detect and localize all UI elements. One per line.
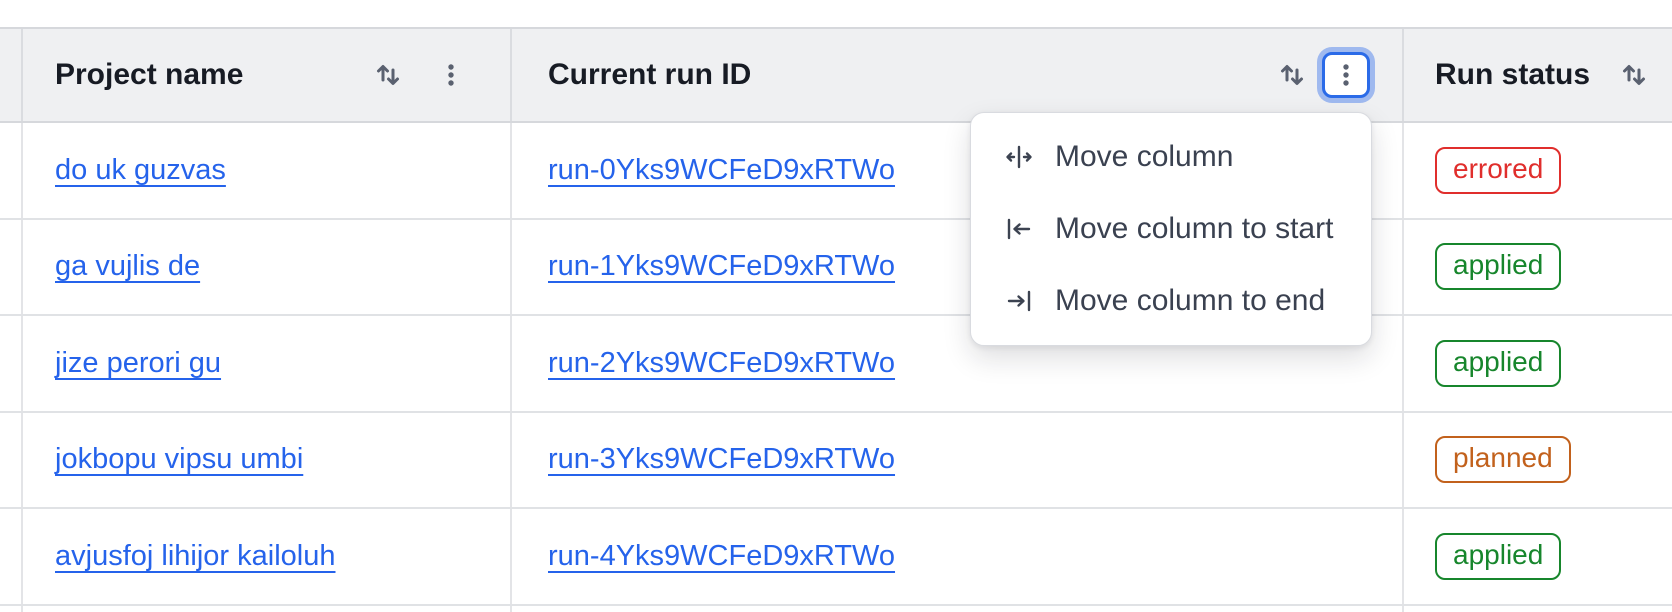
kebab-menu-icon (1331, 60, 1361, 90)
project-name-cell: jokbopu vipsu umbi (23, 412, 512, 507)
row-edge-cell (0, 123, 23, 218)
status-badge: applied (1435, 339, 1562, 387)
table-row: jize perori gu run-2Yks9WCFeD9xRTWo appl… (0, 316, 1672, 413)
row-edge-cell (0, 509, 23, 604)
run-status-cell: errored (1404, 123, 1672, 218)
sort-arrows-icon (372, 59, 404, 91)
run-id-cell: run-4Yks9WCFeD9xRTWo (512, 509, 1404, 604)
column-menu-button-project-name[interactable] (436, 60, 466, 90)
runs-table: Project name Current run ID (0, 27, 1672, 612)
status-badge: errored (1435, 146, 1562, 194)
move-column-start-icon (1003, 213, 1035, 245)
project-name-cell: jize perori gu (23, 316, 512, 411)
project-link[interactable]: ga vujlis de (55, 250, 201, 283)
table-row: ga vujlis de run-1Yks9WCFeD9xRTWo applie… (0, 219, 1672, 316)
sort-button-project-name[interactable] (372, 59, 404, 91)
row-edge-cell (0, 219, 23, 314)
menu-item-move-column-to-start[interactable]: Move column to start (971, 193, 1371, 265)
column-label-run-status: Run status (1435, 58, 1591, 91)
column-menu-button-current-run-id-focused[interactable] (1322, 52, 1370, 98)
project-link[interactable]: avjusfoj lihijor kailoluh (55, 539, 336, 572)
run-id-link[interactable]: run-2Yks9WCFeD9xRTWo (548, 346, 896, 379)
move-column-icon (1003, 141, 1035, 173)
menu-item-move-column[interactable]: Move column (971, 121, 1371, 193)
project-name-cell: do uk guzvas (23, 123, 512, 218)
menu-item-label: Move column to end (1055, 284, 1326, 317)
table-header-edge-cell (0, 29, 23, 121)
run-status-cell: applied (1404, 509, 1672, 604)
column-label-project-name: Project name (55, 58, 244, 91)
sort-button-current-run-id[interactable] (1276, 59, 1308, 91)
table-row-partial (0, 605, 1672, 612)
run-id-cell: run-2Yks9WCFeD9xRTWo (512, 316, 1404, 411)
kebab-menu-icon (436, 60, 466, 90)
run-id-link[interactable]: run-4Yks9WCFeD9xRTWo (548, 539, 896, 572)
table-row: do uk guzvas run-0Yks9WCFeD9xRTWo errore… (0, 123, 1672, 220)
table-row: jokbopu vipsu umbi run-3Yks9WCFeD9xRTWo … (0, 412, 1672, 509)
project-link[interactable]: do uk guzvas (55, 153, 226, 186)
column-options-menu: Move column Move column to start Move co… (970, 112, 1372, 346)
table-header-row: Project name Current run ID (0, 29, 1672, 123)
move-column-end-icon (1003, 285, 1035, 317)
status-badge: planned (1435, 436, 1571, 484)
run-status-cell: planned (1404, 413, 1672, 508)
sort-arrows-icon (1276, 59, 1308, 91)
column-header-current-run-id: Current run ID (512, 29, 1404, 121)
project-link[interactable]: jokbopu vipsu umbi (55, 443, 304, 476)
run-id-cell: run-1Yks9WCFeD9xRTWo (512, 219, 1404, 314)
run-id-link[interactable]: run-1Yks9WCFeD9xRTWo (548, 250, 896, 283)
sort-button-run-status[interactable] (1618, 59, 1650, 91)
status-badge: applied (1435, 243, 1562, 291)
run-status-cell: applied (1404, 316, 1672, 411)
column-label-current-run-id: Current run ID (548, 58, 752, 91)
project-link[interactable]: jize perori gu (55, 346, 222, 379)
table-row: avjusfoj lihijor kailoluh run-4Yks9WCFeD… (0, 509, 1672, 606)
menu-item-label: Move column to start (1055, 212, 1334, 245)
run-id-link[interactable]: run-0Yks9WCFeD9xRTWo (548, 153, 896, 186)
run-status-cell: applied (1404, 220, 1672, 315)
row-edge-cell (0, 605, 23, 612)
column-header-run-status: Run status (1404, 29, 1672, 121)
status-badge: applied (1435, 532, 1562, 580)
column-header-project-name: Project name (23, 29, 512, 121)
run-id-link[interactable]: run-3Yks9WCFeD9xRTWo (548, 443, 896, 476)
row-edge-cell (0, 412, 23, 507)
run-id-cell: run-3Yks9WCFeD9xRTWo (512, 412, 1404, 507)
sort-arrows-icon (1618, 59, 1650, 91)
row-edge-cell (0, 316, 23, 411)
project-name-cell: ga vujlis de (23, 219, 512, 314)
menu-item-move-column-to-end[interactable]: Move column to end (971, 265, 1371, 337)
run-id-cell: run-0Yks9WCFeD9xRTWo (512, 123, 1404, 218)
menu-item-label: Move column (1055, 140, 1234, 173)
project-name-cell: avjusfoj lihijor kailoluh (23, 509, 512, 604)
